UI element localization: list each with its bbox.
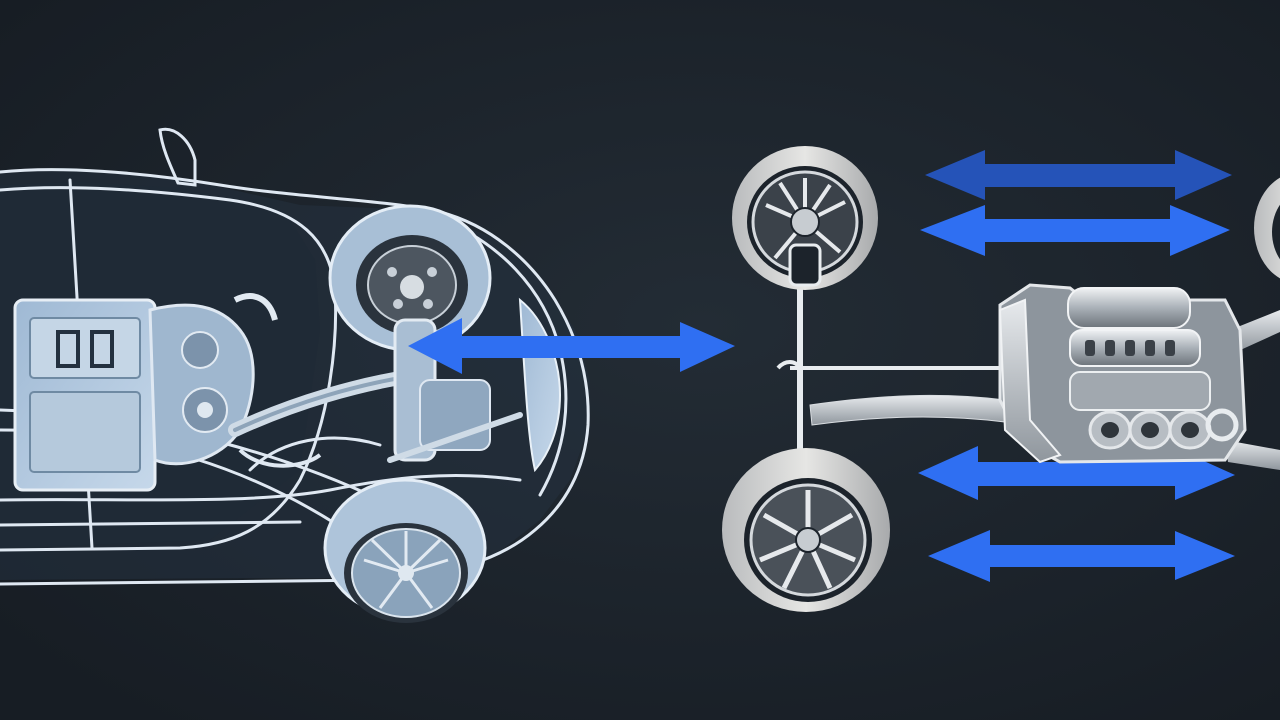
double-arrow-icon bbox=[408, 318, 735, 374]
double-arrow-icon bbox=[918, 446, 1235, 500]
arrow-car-to-axle bbox=[408, 318, 735, 374]
double-arrow-icon bbox=[928, 530, 1235, 582]
car-cutaway-icon bbox=[0, 127, 590, 623]
wheel-icon bbox=[722, 448, 890, 612]
wheel-icon bbox=[1254, 177, 1280, 279]
engine-icon bbox=[13, 293, 322, 492]
engine-icon bbox=[998, 283, 1280, 470]
wheel-icon bbox=[323, 478, 487, 623]
double-arrow-icon bbox=[920, 205, 1230, 256]
wheel-icon bbox=[732, 146, 878, 290]
side-mirror bbox=[158, 127, 197, 187]
axle-assembly bbox=[776, 260, 1006, 455]
wheel-icon bbox=[328, 204, 492, 352]
double-arrow-icon bbox=[925, 150, 1232, 200]
